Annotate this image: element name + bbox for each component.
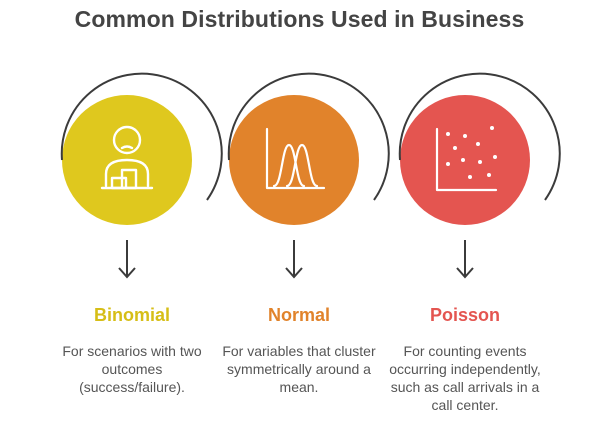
page-title: Common Distributions Used in Business [74, 6, 525, 32]
poisson-label: Poisson [429, 305, 500, 325]
poisson-node [398, 72, 561, 279]
binomial-arrow-icon [118, 267, 136, 279]
person-with-blocks-icon [100, 125, 154, 190]
normal-label: Normal [267, 305, 330, 325]
scatter-plot-icon [435, 126, 498, 192]
binomial-node [60, 72, 223, 279]
normal-arc [227, 72, 390, 201]
binomial-arc [60, 72, 223, 201]
binomial-label: Binomial [93, 305, 170, 325]
normal-description: For variables that cluster symmetrically… [222, 343, 376, 395]
poisson-description: For counting events occurring independen… [389, 343, 541, 413]
binomial-description: For scenarios with two outcomes (success… [62, 343, 202, 395]
poisson-arrow-icon [456, 267, 474, 279]
bell-curves-icon [265, 127, 326, 190]
poisson-arc [398, 72, 561, 201]
normal-arrow-icon [285, 267, 303, 279]
normal-node [227, 72, 390, 279]
